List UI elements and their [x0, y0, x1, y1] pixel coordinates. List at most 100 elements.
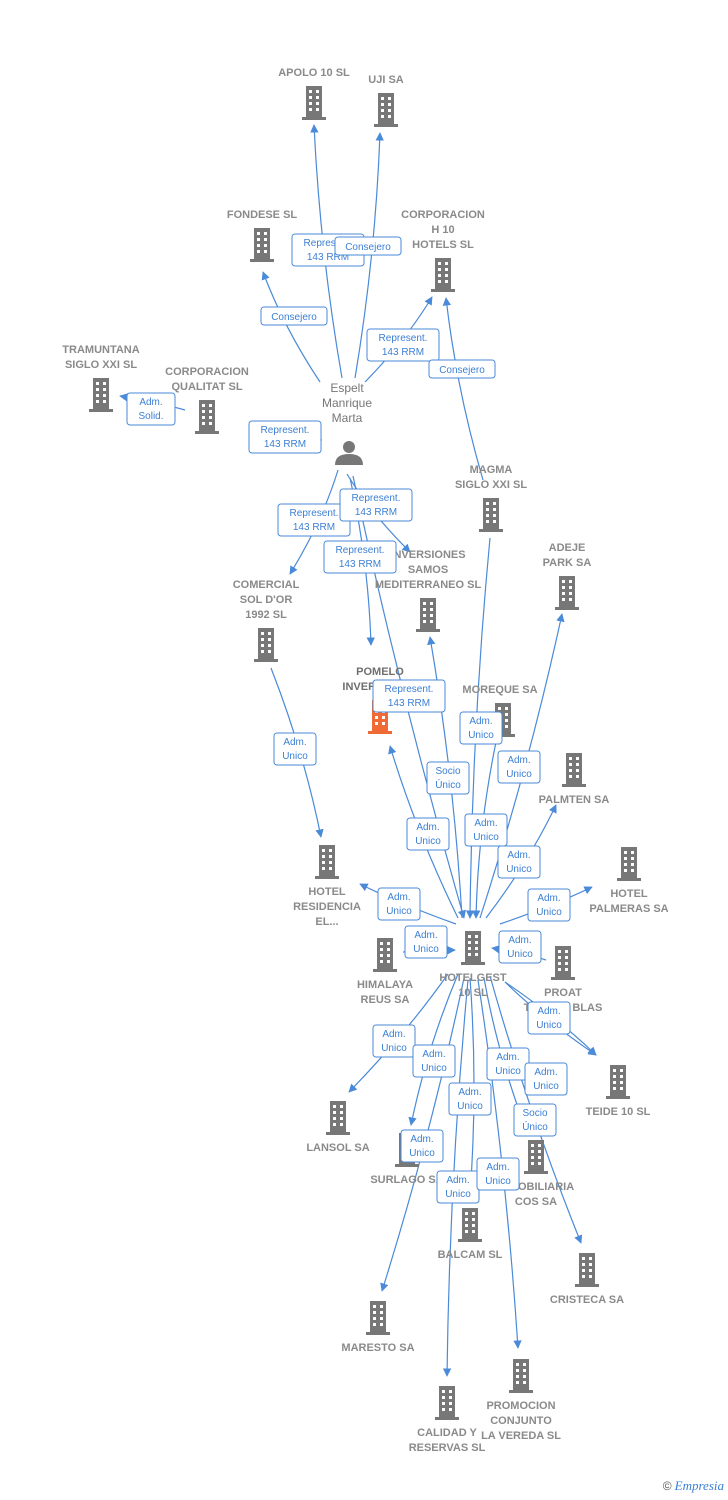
person-name-line: Marta: [332, 411, 363, 425]
relation-text: Represent.: [379, 333, 428, 344]
company-label: FONDESE SL: [227, 209, 298, 221]
relation-text: Unico: [506, 769, 532, 780]
relation-box: [476, 1157, 520, 1191]
company-label: HOTEL: [610, 888, 648, 900]
relation-box: [366, 328, 440, 362]
relation-label-represent-143-rrm[interactable]: Represent.143 RRM: [248, 420, 322, 454]
relation-label-represent-143-rrm[interactable]: Represent.143 RRM: [366, 328, 440, 362]
relation-label-adm-unico[interactable]: Adm.Unico: [476, 1157, 520, 1191]
relation-label-adm-unico[interactable]: Adm.Unico: [486, 1047, 530, 1081]
company-label: COS SA: [515, 1196, 557, 1208]
relation-box: [372, 1024, 416, 1058]
relation-label-adm-unico[interactable]: Adm.Unico: [524, 1062, 568, 1096]
relation-label-adm-unico[interactable]: Adm.Unico: [527, 1001, 571, 1035]
relation-box: [426, 761, 470, 795]
relation-label-adm-unico[interactable]: Adm.Unico: [400, 1129, 444, 1163]
relation-label-adm-unico[interactable]: Adm.Unico: [436, 1170, 480, 1204]
relation-label-adm-unico[interactable]: Adm.Unico: [497, 845, 541, 879]
relation-label-adm-unico[interactable]: Adm.Unico: [497, 750, 541, 784]
node-teide[interactable]: TEIDE 10 SL: [586, 1065, 651, 1118]
relation-label-adm-unico[interactable]: Adm.Unico: [412, 1044, 456, 1078]
node-apolo[interactable]: APOLO 10 SL: [278, 67, 350, 120]
relation-text: Adm.: [469, 716, 492, 727]
relation-label-consejero[interactable]: Consejero: [260, 306, 328, 326]
relation-label-adm-unico[interactable]: Adm.Unico: [404, 925, 448, 959]
relation-label-represent-143-rrm[interactable]: Represent.143 RRM: [339, 488, 413, 522]
node-hotelres[interactable]: HOTELRESIDENCIAEL...: [293, 845, 361, 928]
node-moreque[interactable]: MOREQUE SA: [462, 684, 538, 737]
relation-text: Represent.: [385, 684, 434, 695]
node-hotelpal[interactable]: HOTEL PALMERAS SA: [589, 847, 669, 915]
company-label: PALMERAS SA: [589, 903, 668, 915]
person-name-line: Manrique: [322, 396, 372, 410]
relation-box: [412, 1044, 456, 1078]
relation-text: Unico: [468, 730, 494, 741]
node-cristeca[interactable]: CRISTECA SA: [550, 1253, 624, 1306]
relation-label-consejero[interactable]: Consejero: [428, 359, 496, 379]
relation-label-represent-143-rrm[interactable]: Represent.143 RRM: [372, 679, 446, 713]
relation-label-adm-unico[interactable]: Adm.Unico: [377, 887, 421, 921]
relation-text: 143 RRM: [307, 252, 349, 263]
node-surlago[interactable]: SURLAGO SA: [370, 1133, 444, 1186]
relation-text: Unico: [457, 1101, 483, 1112]
relation-label-adm-solid[interactable]: Adm.Solid.: [126, 392, 176, 426]
relation-box: [524, 1062, 568, 1096]
relation-label-adm-unico[interactable]: Adm.Unico: [464, 813, 508, 847]
relation-text: Adm.: [382, 1029, 405, 1040]
relation-text: Adm.: [508, 935, 531, 946]
relation-label-represent-143-rrm[interactable]: Represent.143 RRM: [323, 540, 397, 574]
relation-text: Represent.: [261, 425, 310, 436]
relation-label-consejero[interactable]: Consejero: [334, 236, 402, 256]
building-icon: [373, 938, 397, 972]
relation-label-adm-unico[interactable]: Adm. Unico: [372, 1024, 416, 1058]
node-balcam[interactable]: BALCAM SL: [438, 1208, 503, 1261]
relation-label-adm-unico[interactable]: Adm. Unico: [459, 711, 503, 745]
relation-label-represent-143-rrm[interactable]: Represent.143 RRM: [277, 503, 351, 537]
node-fondese[interactable]: FONDESE SL: [227, 209, 298, 262]
company-label: SURLAGO SA: [370, 1174, 443, 1186]
company-label: CONJUNTO: [490, 1415, 552, 1427]
footer-brand[interactable]: ©Empresia: [663, 1478, 724, 1494]
node-palmten[interactable]: PALMTEN SA: [539, 753, 610, 806]
company-label: ADEJE: [549, 542, 586, 554]
company-label: LA VEREDA SL: [481, 1430, 561, 1442]
company-label: CORPORACION: [401, 209, 485, 221]
relation-label-adm-unico[interactable]: Adm.Unico: [273, 732, 317, 766]
company-label: POMELO: [356, 666, 404, 678]
node-uji[interactable]: UJI SA: [368, 74, 404, 127]
company-label: QUALITAT SL: [171, 381, 242, 393]
relation-label-adm-unico[interactable]: Adm.Unico: [498, 930, 542, 964]
relation-text: Consejero: [439, 365, 485, 376]
relation-text: Represent.: [290, 508, 339, 519]
company-label: COMERCIAL: [233, 579, 300, 591]
building-icon: [89, 378, 113, 412]
company-label: TRAMUNTANA: [62, 344, 139, 356]
company-label: INVERSIONES: [390, 549, 465, 561]
relation-text: Unico: [381, 1043, 407, 1054]
relation-text: Unico: [413, 944, 439, 955]
node-maresto[interactable]: MARESTO SA: [341, 1301, 415, 1354]
building-icon: [458, 1208, 482, 1242]
relation-text: Unico: [536, 907, 562, 918]
node-lansol[interactable]: LANSOL SA: [306, 1101, 370, 1154]
relation-text: Adm.: [416, 822, 439, 833]
relation-label-adm-unico[interactable]: Adm.Unico: [527, 888, 571, 922]
relation-label-adm-unico[interactable]: Adm.Unico: [406, 817, 450, 851]
person-name-line: Espelt: [330, 381, 364, 395]
relation-box: [448, 1082, 492, 1116]
relation-label-adm-unico[interactable]: Adm.Unico: [448, 1082, 492, 1116]
